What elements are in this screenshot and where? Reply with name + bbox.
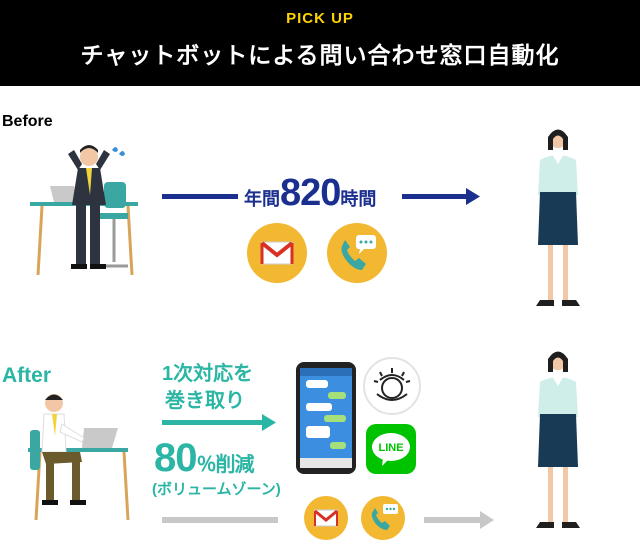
customer-illustration-top (536, 129, 580, 306)
after-label: After (2, 364, 52, 387)
stressed-worker-illustration (30, 145, 138, 276)
page-title: チャットボットによる問い合わせ窓口自動化 (80, 42, 560, 68)
line-app-icon: LINE (366, 424, 416, 474)
after-gray-arrow (162, 511, 494, 529)
before-label: Before (2, 113, 53, 130)
watson-icon (363, 357, 421, 415)
mail-icon (304, 496, 348, 540)
after-arrow (162, 414, 276, 431)
relaxed-worker-illustration (28, 394, 130, 521)
reduction-label: 80％削減 (154, 436, 255, 481)
chat-phone-icon (296, 362, 356, 474)
line-app-label: LINE (378, 442, 403, 454)
mail-icon (247, 223, 307, 283)
reduction-number: 80 (154, 436, 197, 480)
after-line1: 1次対応を (162, 363, 254, 385)
annual-hours-label: 年間820時間 (244, 172, 376, 215)
volume-zone-note: (ボリュームゾーン) (152, 481, 281, 498)
annual-suffix: 時間 (340, 189, 377, 209)
pickup-label: PICK UP (286, 10, 354, 27)
header-bar: PICK UP チャットボットによる問い合わせ窓口自動化 (0, 0, 640, 86)
phone-chat-icon (327, 223, 387, 283)
phone-chat-icon (361, 496, 405, 540)
annual-number: 820 (280, 172, 341, 214)
customer-illustration-bottom (536, 351, 580, 528)
after-line2: 巻き取り (165, 390, 245, 412)
annual-prefix: 年間 (244, 189, 280, 209)
reduction-suffix: ％削減 (196, 454, 255, 476)
before-arrow (162, 188, 480, 205)
